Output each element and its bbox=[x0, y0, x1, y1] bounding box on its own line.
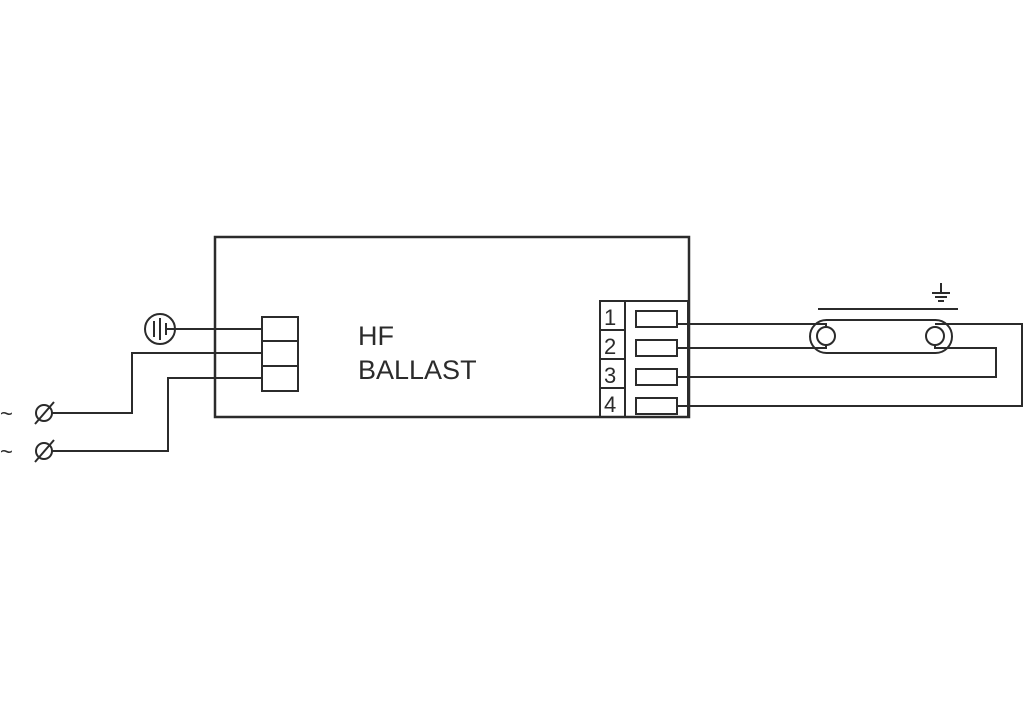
input-terminal-block bbox=[261, 316, 299, 392]
terminal-number-2: 2 bbox=[604, 334, 616, 359]
ballast-label-line2: BALLAST bbox=[358, 355, 477, 385]
terminal-number-1: 1 bbox=[604, 305, 616, 330]
output-wire-2 bbox=[677, 345, 827, 349]
lamp bbox=[809, 319, 953, 354]
mains-wire-neutral bbox=[52, 377, 262, 452]
ballast-label-line1: HF bbox=[358, 321, 394, 351]
mains-terminal-neutral bbox=[34, 439, 55, 463]
mains-terminal-live bbox=[34, 401, 55, 425]
output-wire-3 bbox=[677, 345, 997, 378]
output-wire-1 bbox=[677, 323, 827, 327]
mains-wire-live bbox=[52, 352, 262, 414]
output-wire-1-return bbox=[677, 323, 1023, 407]
ground-icon bbox=[932, 283, 950, 302]
ac-symbol-neutral: ~ bbox=[0, 439, 13, 464]
terminal-number-4: 4 bbox=[604, 392, 616, 417]
terminal-number-3: 3 bbox=[604, 363, 616, 388]
ac-symbol-live: ~ bbox=[0, 401, 13, 426]
